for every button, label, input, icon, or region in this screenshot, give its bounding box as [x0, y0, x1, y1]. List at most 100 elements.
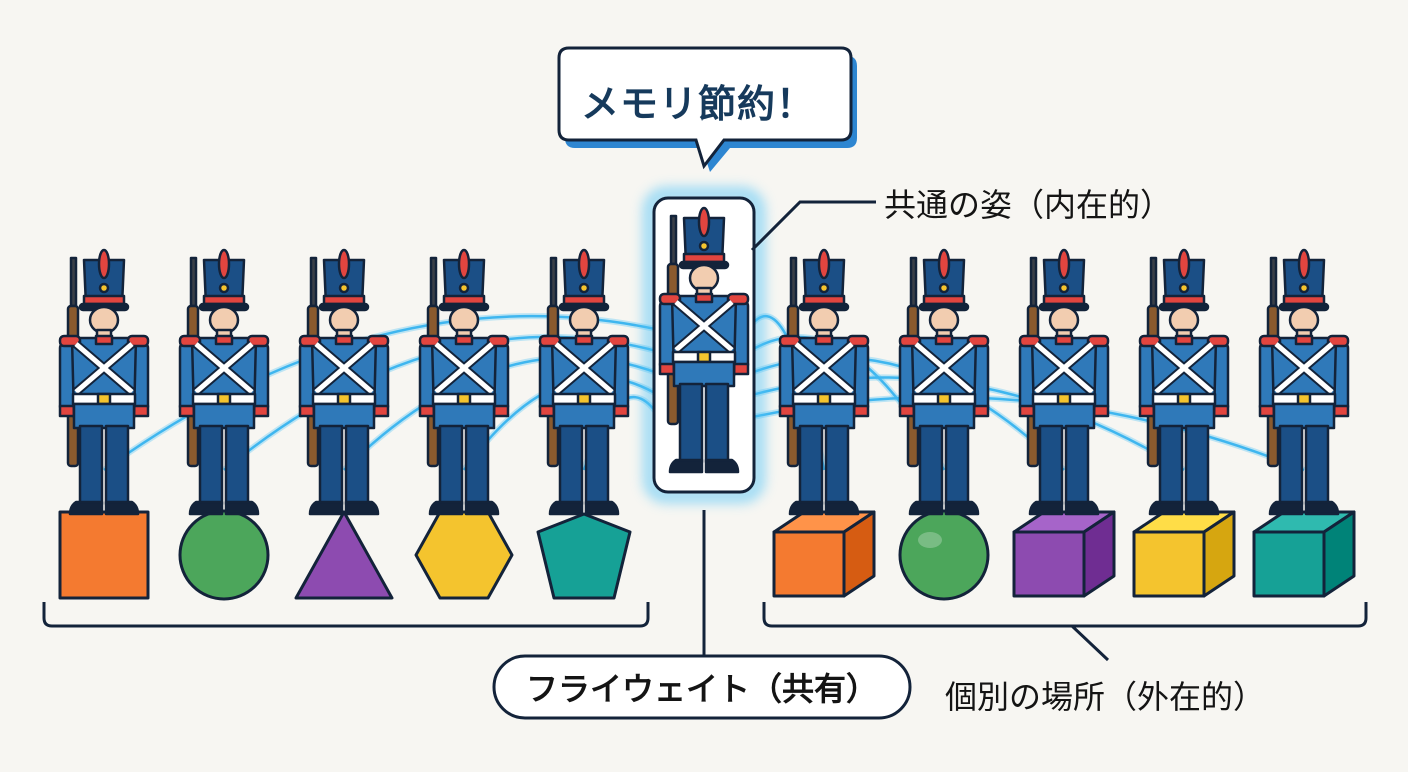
coat-tail [1152, 402, 1216, 430]
left-leg [1278, 424, 1304, 506]
collar [334, 334, 354, 346]
left-leg [1038, 424, 1064, 506]
right-boot [944, 500, 980, 516]
speech-bubble-text: メモリ節約！ [580, 81, 815, 126]
cube-orange-side [842, 510, 876, 598]
left-epaulette [778, 334, 802, 348]
coat-tail [1272, 402, 1336, 430]
soldier-5 [538, 248, 630, 516]
right-epaulette [1086, 334, 1110, 348]
cross-belts [1154, 342, 1214, 394]
right-boot [224, 500, 260, 516]
belt-buckle [936, 392, 952, 406]
plume [937, 248, 951, 280]
left-epaulette [658, 292, 682, 306]
belt-buckle [696, 350, 712, 364]
soldier-3 [298, 248, 390, 516]
soldier-8 [1018, 248, 1110, 516]
annotations-group [42, 46, 1368, 720]
left-boot [308, 500, 344, 516]
coat-tail [72, 402, 136, 430]
right-leg [1064, 424, 1090, 506]
cross-belts [674, 300, 734, 352]
right-epaulette [486, 334, 510, 348]
right-group-bracket [762, 602, 1368, 628]
soldiers-group [58, 187, 1350, 516]
hat-badge [1298, 282, 1310, 294]
collar [214, 334, 234, 346]
hat-badge [1178, 282, 1190, 294]
left-leg [918, 424, 944, 506]
right-leg [1184, 424, 1210, 506]
rifle-barrel [1149, 256, 1158, 308]
cube-yellow-side [1202, 510, 1236, 598]
right-boot [824, 500, 860, 516]
left-epaulette [298, 334, 322, 348]
left-boot [668, 458, 704, 474]
rifle-barrel [909, 256, 918, 308]
cross-belts [914, 342, 974, 394]
plume [337, 248, 351, 280]
right-leg [824, 424, 850, 506]
right-epaulette [846, 334, 870, 348]
left-leg [1158, 424, 1184, 506]
rifle-barrel [1269, 256, 1278, 308]
left-boot [188, 500, 224, 516]
hat-badge [938, 282, 950, 294]
hexagon-base [414, 510, 514, 600]
flyweight-shared-label: フライウェイト（共有） [525, 670, 878, 708]
belt-buckle [816, 392, 832, 406]
right-epaulette [726, 292, 750, 306]
cube-orange-front [772, 530, 846, 598]
right-boot [704, 458, 740, 474]
cross-belts [794, 342, 854, 394]
glow-halo [643, 187, 765, 503]
belt-buckle [336, 392, 352, 406]
left-leg [798, 424, 824, 506]
left-boot [1028, 500, 1064, 516]
right-epaulette [966, 334, 990, 348]
pentagon-base [536, 512, 632, 600]
soldier-2 [178, 248, 270, 516]
coat-tail [672, 360, 736, 388]
hat-badge [1058, 282, 1070, 294]
soldier-10 [1258, 248, 1350, 516]
cube-purple-side [1082, 510, 1116, 598]
sphere-base [898, 509, 990, 601]
cube-yellow-front [1132, 530, 1206, 598]
collar [94, 334, 114, 346]
coat-tail [1032, 402, 1096, 430]
coat-tail [552, 402, 616, 430]
hat-badge [218, 282, 230, 294]
belt-buckle [1056, 392, 1072, 406]
soldier-4 [418, 248, 510, 516]
rifle-barrel [549, 256, 558, 308]
left-group-bracket [42, 602, 650, 628]
plume [817, 248, 831, 280]
left-epaulette [538, 334, 562, 348]
belt-buckle [456, 392, 472, 406]
intrinsic-leader-line [750, 200, 876, 252]
coat-tail [432, 402, 496, 430]
plume [1297, 248, 1311, 280]
rifle-barrel [189, 256, 198, 308]
left-leg [198, 424, 224, 506]
hat-badge [98, 282, 110, 294]
left-leg [678, 382, 704, 464]
plume [577, 248, 591, 280]
left-epaulette [418, 334, 442, 348]
rifle-barrel [69, 256, 78, 308]
left-epaulette [1258, 334, 1282, 348]
plume [217, 248, 231, 280]
left-epaulette [1018, 334, 1042, 348]
right-leg [584, 424, 610, 506]
plume [97, 248, 111, 280]
collar [694, 292, 714, 304]
right-boot [464, 500, 500, 516]
left-epaulette [58, 334, 82, 348]
right-boot [584, 500, 620, 516]
hat-badge [698, 240, 710, 252]
right-leg [344, 424, 370, 506]
plume [1177, 248, 1191, 280]
